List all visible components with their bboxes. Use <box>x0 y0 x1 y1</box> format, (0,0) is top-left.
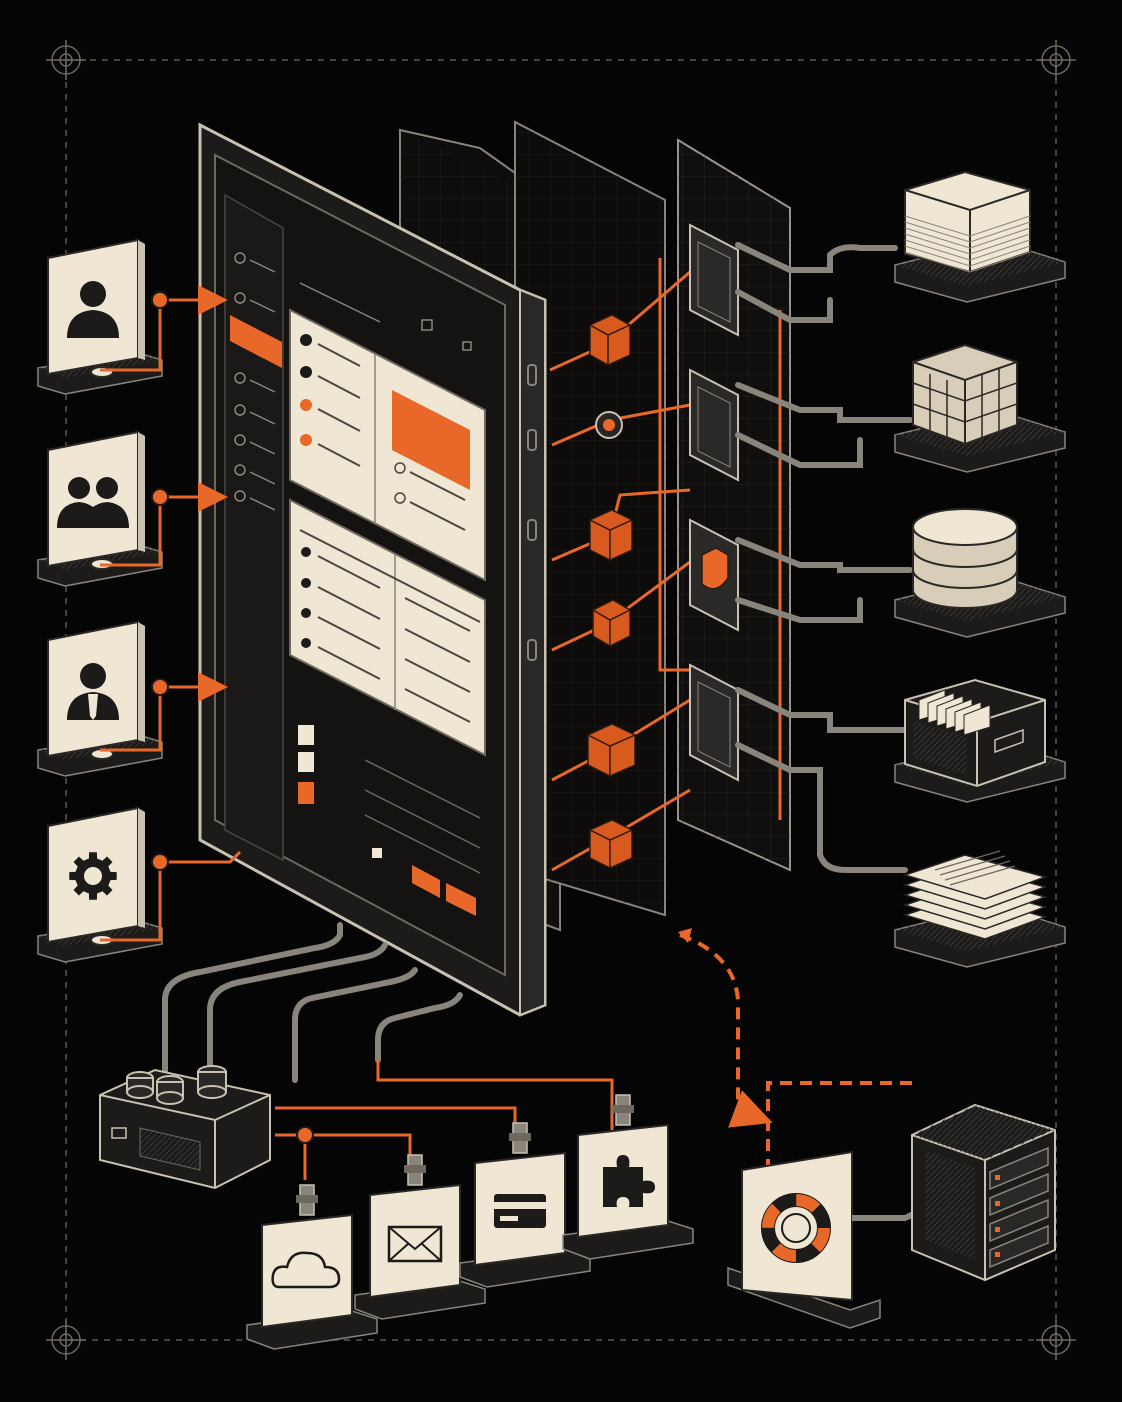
node-sphere <box>595 411 623 439</box>
mail-icon <box>387 1225 443 1263</box>
document-stack-icon <box>894 850 1066 968</box>
integration-card-1 <box>246 1184 378 1350</box>
server-rack-icon <box>911 1103 1056 1282</box>
storage-item-4 <box>894 678 1066 803</box>
sidebar-items <box>234 252 276 511</box>
feedback-arrow-head <box>678 928 692 943</box>
credit-card-icon <box>494 1194 546 1228</box>
tablet-pipes <box>162 922 463 1083</box>
integration-card-2 <box>354 1154 486 1320</box>
paper-stack-icon <box>894 170 1066 303</box>
actors-column <box>37 238 163 963</box>
node-cube-2 <box>589 509 633 561</box>
card-list-items <box>300 334 361 467</box>
shield-icon <box>701 547 729 590</box>
actor-card-2 <box>37 430 163 587</box>
service-module-2 <box>689 368 739 482</box>
node-cube-3 <box>592 599 631 647</box>
node-cube-4 <box>587 723 636 777</box>
integration-card-3 <box>459 1122 591 1288</box>
gear-icon <box>69 852 117 900</box>
content-card-table <box>289 498 486 757</box>
app-sidebar <box>224 193 284 862</box>
security-module <box>689 518 739 632</box>
table-rows <box>299 529 481 723</box>
highlight-panel <box>392 390 470 490</box>
storage-pipes <box>735 242 913 873</box>
wire-junctions <box>151 291 314 1144</box>
cloud-icon <box>271 1251 341 1289</box>
user-group-icon <box>57 477 129 528</box>
secondary-action-button[interactable] <box>412 865 440 898</box>
actor-card-3 <box>37 620 163 777</box>
storage-item-1 <box>894 170 1066 303</box>
integrations-row <box>246 1094 694 1350</box>
integration-card-4 <box>562 1094 694 1260</box>
actor-card-1 <box>37 238 163 395</box>
service-module-4 <box>689 663 739 782</box>
storage-item-2 <box>894 343 1066 473</box>
content-card-top <box>289 308 486 582</box>
lifebuoy-icon <box>761 1193 831 1263</box>
storage-column <box>894 170 1066 968</box>
service-modules <box>689 223 739 782</box>
tablet-side-buttons <box>527 364 537 661</box>
node-cube-1 <box>589 314 631 366</box>
storage-item-5 <box>894 850 1066 968</box>
user-icon <box>67 281 119 338</box>
database-cylinder-icon <box>894 508 1066 638</box>
business-user-icon <box>67 663 119 720</box>
support-feedback-line <box>679 933 912 1170</box>
app-header <box>299 282 472 351</box>
support-card <box>727 1150 881 1329</box>
service-module-1 <box>689 223 739 337</box>
connector-hub-icon <box>99 1065 271 1190</box>
primary-action-button[interactable] <box>446 883 476 916</box>
sidebar-item-active[interactable] <box>230 315 282 368</box>
puzzle-icon <box>603 1155 655 1207</box>
storage-item-3 <box>894 508 1066 638</box>
bottom-controls <box>298 725 481 874</box>
processing-nodes <box>587 314 636 869</box>
file-cabinet-icon <box>894 678 1066 803</box>
corner-marks <box>46 40 1076 1360</box>
tablet-edge <box>519 288 546 1017</box>
node-cube-5 <box>589 819 633 869</box>
cube-grid-icon <box>894 343 1066 473</box>
tablet-device <box>198 122 547 1017</box>
